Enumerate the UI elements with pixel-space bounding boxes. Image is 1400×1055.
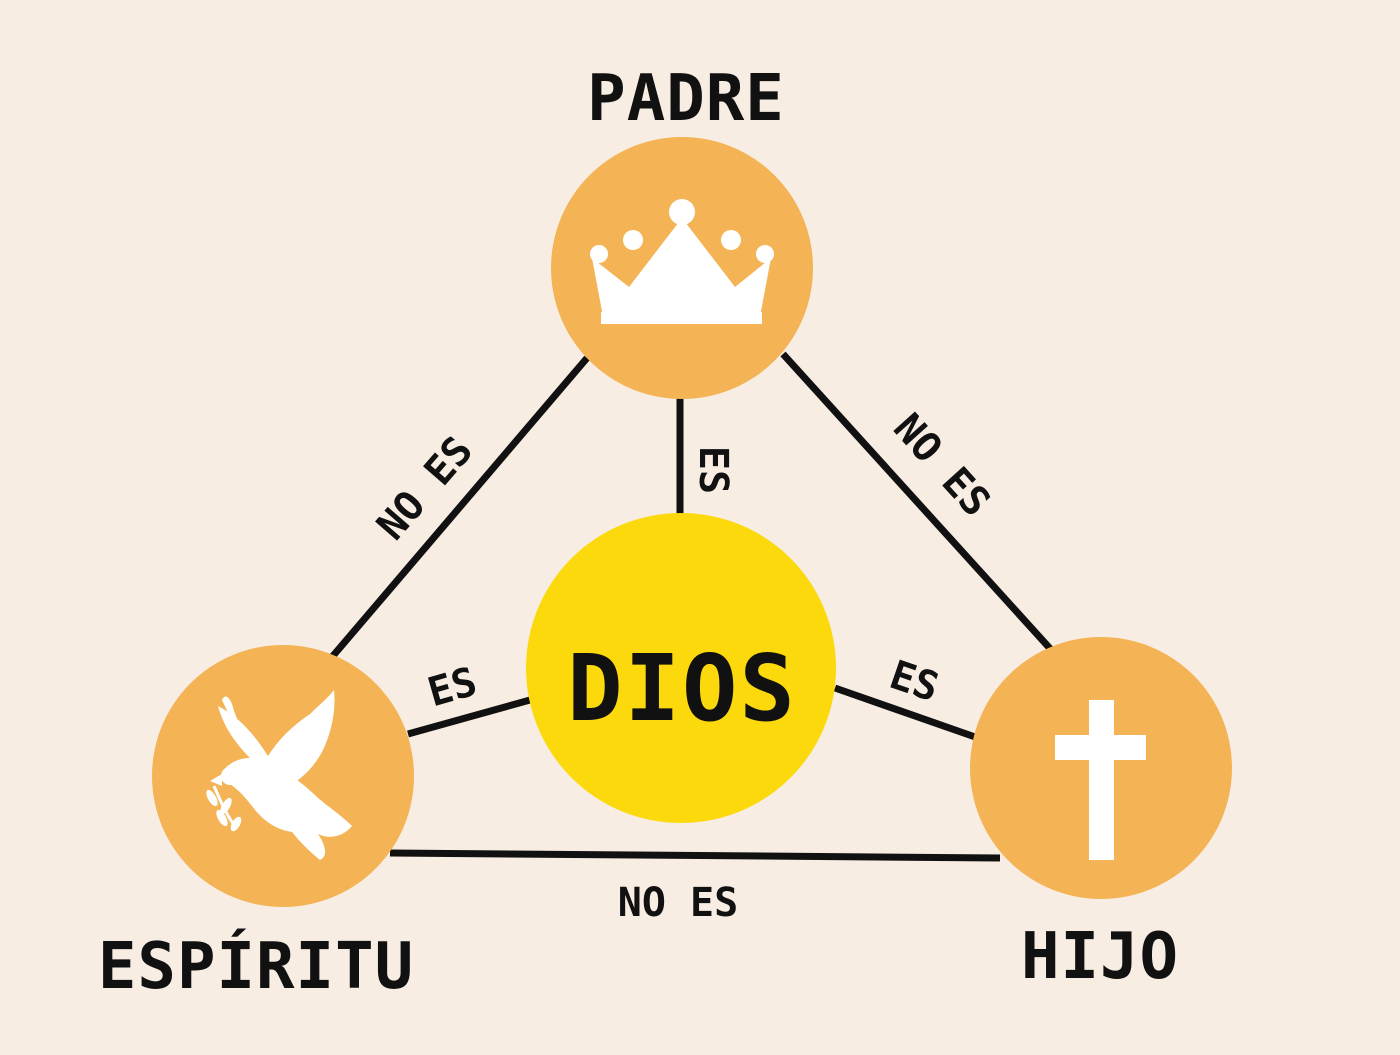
edge-label-espiritu-dios: ES — [423, 659, 482, 716]
edge-padre-hijo — [780, 351, 1058, 657]
edge-hijo-dios — [833, 684, 980, 742]
crown-icon — [590, 199, 774, 324]
edge-espiritu-dios — [407, 696, 531, 738]
edge-label-padre-dios: ES — [690, 446, 736, 494]
edge-label-padre-hijo: NO ES — [884, 405, 999, 525]
espiritu-label: ESPÍRITU — [98, 928, 414, 1004]
padre-label: PADRE — [587, 62, 785, 136]
edge-espiritu-hijo — [389, 849, 1001, 862]
hijo-label: HIJO — [1021, 920, 1179, 994]
edge-padre-espiritu — [329, 355, 590, 660]
edge-label-padre-espiritu: NO ES — [368, 428, 482, 549]
dios-label: DIOS — [567, 635, 797, 742]
edge-label-hijo-dios: ES — [884, 652, 945, 711]
cross-icon — [1055, 700, 1146, 860]
edge-label-espiritu-hijo: NO ES — [618, 880, 738, 926]
dove-icon — [206, 690, 352, 860]
dios-node — [526, 513, 836, 823]
